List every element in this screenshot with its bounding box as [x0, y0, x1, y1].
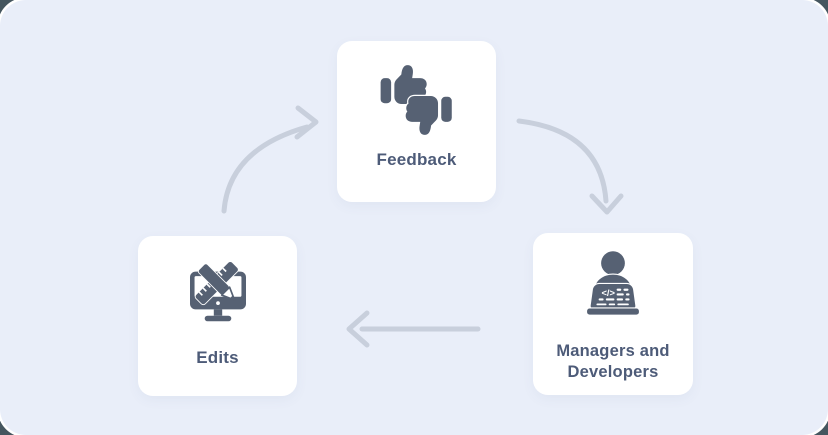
- arrow-edits-to-feedback: [221, 105, 319, 214]
- person-at-laptop-icon: </>: [576, 248, 650, 320]
- node-card-feedback: Feedback: [337, 41, 496, 202]
- node-label-feedback: Feedback: [376, 150, 457, 169]
- node-label-managers: Managers and Developers: [556, 342, 670, 381]
- thumbs-up-down-icon: [378, 62, 456, 138]
- node-card-managers: </> Managers and Developers: [533, 233, 693, 395]
- monitor-design-tools-icon: [182, 252, 254, 322]
- code-glyph: </>: [601, 288, 615, 298]
- arrow-managers-to-edits: [346, 310, 481, 348]
- node-label-edits: Edits: [196, 348, 239, 367]
- node-card-edits: Edits: [138, 236, 297, 396]
- arrow-feedback-to-managers: [516, 118, 624, 215]
